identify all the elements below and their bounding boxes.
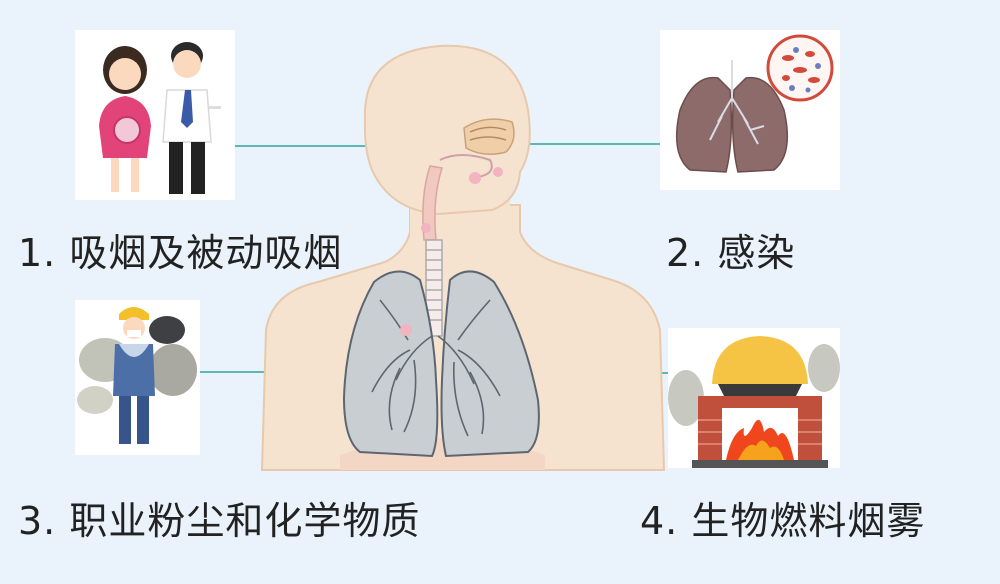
infection-panel <box>660 30 840 190</box>
biomass-fuel-panel <box>668 328 840 468</box>
occupational-dust-panel <box>75 300 200 455</box>
risk-factor-text-4: 生物燃料烟雾 <box>691 499 926 543</box>
infected-lungs-icon <box>675 34 834 173</box>
risk-factor-number-1: 1. <box>18 231 57 275</box>
connector-line-1 <box>232 145 432 147</box>
risk-factor-number-4: 4. <box>640 499 679 543</box>
risk-factor-number-2: 2. <box>666 231 705 275</box>
risk-factor-number-3: 3. <box>18 499 57 543</box>
connector-line-4 <box>555 372 675 374</box>
smoking-couple-icon <box>99 42 221 194</box>
risk-factor-label-2: 2. 感染 <box>666 222 795 277</box>
risk-factor-text-1: 吸烟及被动吸烟 <box>69 231 343 275</box>
risk-factor-label-3: 3. 职业粉尘和化学物质 <box>18 490 420 545</box>
risk-factor-text-2: 感染 <box>717 231 796 275</box>
connector-line-2 <box>515 143 670 145</box>
risk-factor-label-1: 1. 吸烟及被动吸烟 <box>18 222 342 277</box>
connector-line-3 <box>200 371 340 373</box>
risk-factor-label-4: 4. 生物燃料烟雾 <box>640 490 925 545</box>
dusty-worker-icon <box>77 307 197 444</box>
risk-factor-text-3: 职业粉尘和化学物质 <box>69 499 421 543</box>
biomass-stove-icon <box>668 336 840 468</box>
smoking-panel <box>75 30 235 200</box>
